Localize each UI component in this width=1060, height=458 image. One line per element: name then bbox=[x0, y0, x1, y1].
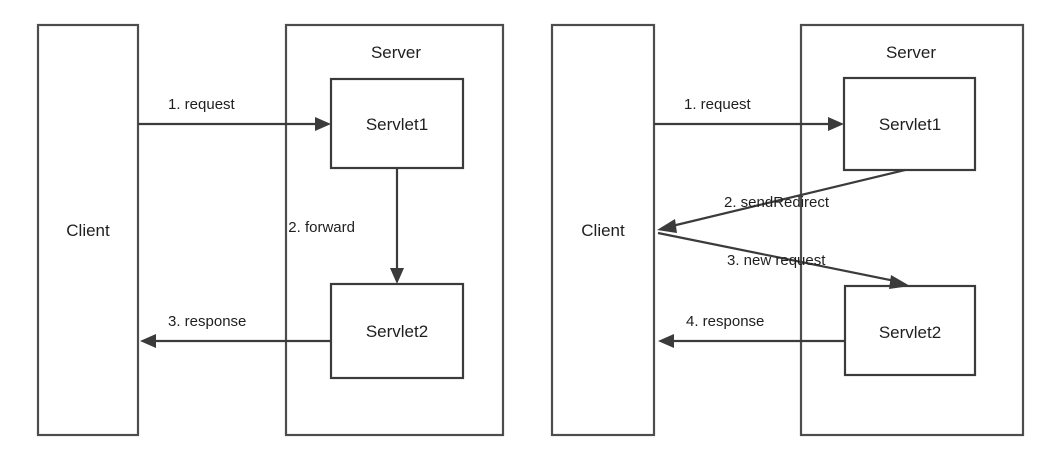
servlet1-node-redirect bbox=[842, 76, 977, 172]
client-label-forward: Client bbox=[66, 221, 110, 240]
redirect-panel: Client Server Servlet1 Servlet2 1. reque… bbox=[550, 23, 1025, 437]
edge-forward-arrowhead bbox=[390, 268, 404, 284]
servlet1-label-forward: Servlet1 bbox=[366, 115, 428, 134]
server-label-forward: Server bbox=[371, 43, 421, 62]
client-container-redirect bbox=[550, 23, 656, 437]
edge-newrequest-label: 3. new request bbox=[727, 252, 826, 269]
edge-response-arrowhead-forward bbox=[140, 334, 156, 348]
servlet1-label-redirect: Servlet1 bbox=[879, 115, 941, 134]
edge-sendredirect-label: 2. sendRedirect bbox=[724, 194, 830, 211]
servlet2-label-forward: Servlet2 bbox=[366, 322, 428, 341]
servlet2-node-redirect bbox=[843, 284, 977, 377]
client-container-forward bbox=[36, 23, 140, 437]
edge-newrequest-arrowhead bbox=[889, 275, 910, 289]
edge-forward-label: 2. forward bbox=[288, 219, 355, 236]
edge-newrequest-line bbox=[657, 231, 896, 283]
edge-response-label-forward: 3. response bbox=[168, 313, 246, 330]
edge-sendredirect-line bbox=[671, 168, 906, 228]
edge-request-label-forward: 1. request bbox=[168, 96, 236, 113]
servlet1-node-forward bbox=[329, 77, 465, 170]
edge-response-arrowhead-redirect bbox=[658, 334, 674, 348]
edge-request-arrowhead-forward bbox=[315, 117, 331, 131]
client-label-redirect: Client bbox=[581, 221, 625, 240]
edge-response-label-redirect: 4. response bbox=[686, 313, 764, 330]
edge-request-label-redirect: 1. request bbox=[684, 96, 752, 113]
servlet2-node-forward bbox=[329, 282, 465, 380]
server-label-redirect: Server bbox=[886, 43, 936, 62]
servlet2-label-redirect: Servlet2 bbox=[879, 323, 941, 342]
edge-sendredirect-arrowhead bbox=[657, 219, 677, 233]
edge-request-arrowhead-redirect bbox=[828, 117, 844, 131]
forward-panel: Client Server Servlet1 Servlet2 1. reque… bbox=[36, 23, 505, 437]
